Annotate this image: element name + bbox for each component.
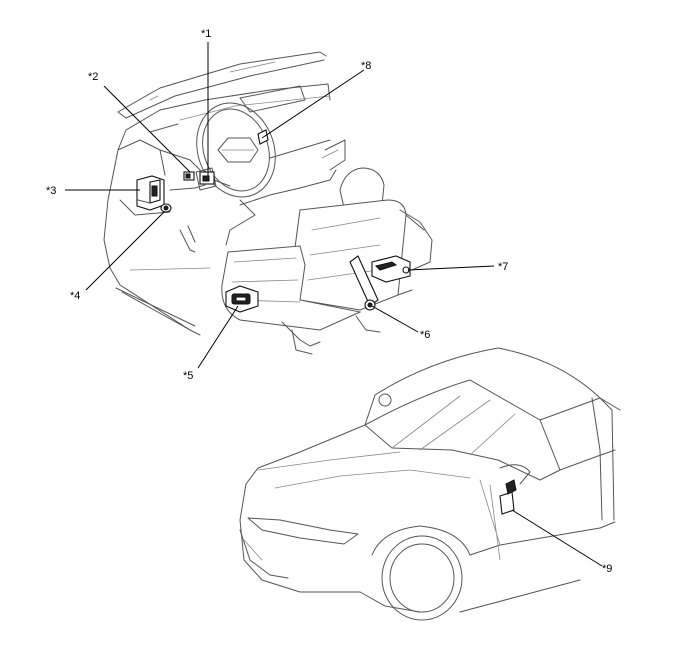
vehicle-interior-illustration: [103, 51, 433, 355]
leader-lines: [65, 42, 603, 567]
callout-6: *6: [420, 329, 430, 341]
component-2: [183, 171, 195, 181]
leader-8: [261, 69, 365, 139]
leader-4: [85, 211, 165, 291]
callout-5: *5: [183, 370, 193, 382]
component-7: [371, 255, 411, 283]
components: [136, 129, 517, 515]
leader-2: [103, 85, 191, 173]
component-1: [199, 171, 215, 185]
callout-1: *1: [201, 28, 211, 40]
component-4: [160, 203, 172, 213]
component-3: [136, 175, 165, 211]
callout-3: *3: [46, 185, 56, 197]
callout-7: *7: [498, 261, 508, 273]
leader-6: [371, 305, 419, 333]
callout-8: *8: [361, 60, 371, 72]
component-6: [349, 255, 379, 311]
callout-labels: *1 *2 *3 *4 *5 *6 *7 *8 *9: [46, 28, 612, 575]
vehicle-exterior-illustration: [239, 347, 621, 621]
leader-5: [197, 305, 239, 369]
callout-9: *9: [602, 563, 612, 575]
callout-2: *2: [88, 71, 98, 83]
leader-9: [511, 509, 603, 567]
component-5: [225, 285, 259, 313]
leader-7: [407, 265, 495, 271]
callout-4: *4: [70, 290, 80, 302]
component-9: [499, 479, 517, 515]
